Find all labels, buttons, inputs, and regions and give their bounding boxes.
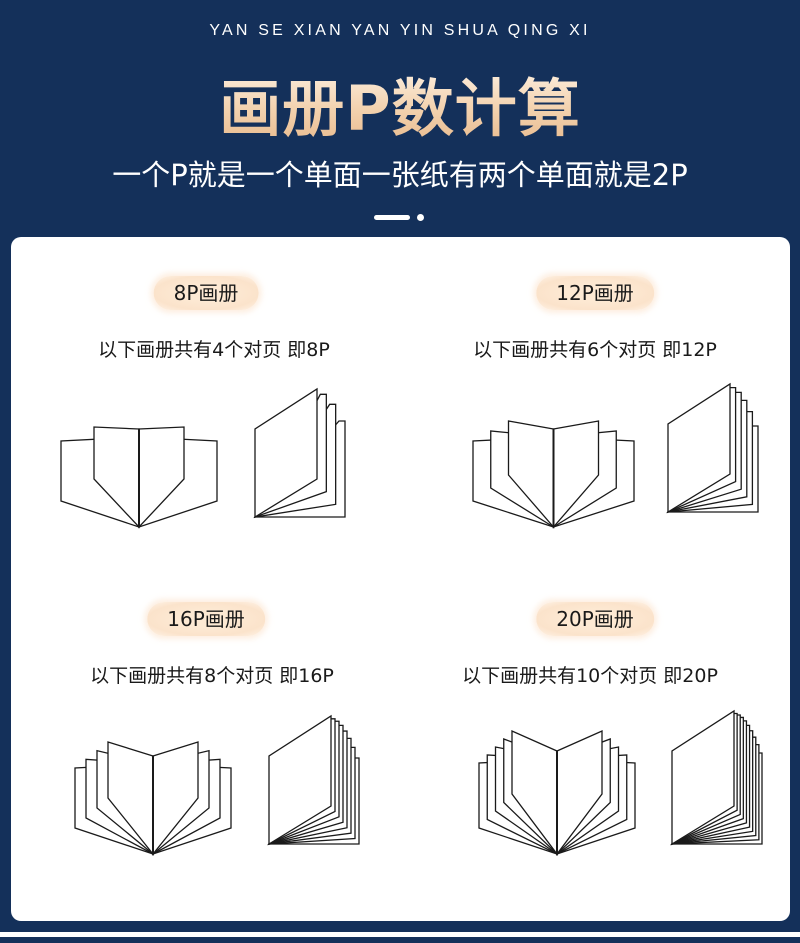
section-description: 以下画册共有10个对页 即20P <box>462 665 718 687</box>
open-book-icon <box>74 741 232 856</box>
fanned-pages-icon <box>267 714 360 846</box>
fanned-pages-icon <box>670 709 763 846</box>
section-label-pill: 12P画册 <box>536 276 654 310</box>
divider-dot <box>417 214 424 221</box>
fanned-pages-icon <box>253 387 346 519</box>
subtitle: 一个P就是一个单面一张纸有两个单面就是2P <box>112 158 688 192</box>
fanned-pages-icon <box>666 382 759 514</box>
open-book-icon <box>478 729 636 856</box>
section-8p: 8P画册 以下画册共有4个对页 即8P <box>11 237 401 567</box>
section-label-pill: 20P画册 <box>536 602 654 636</box>
content-card: 8P画册 以下画册共有4个对页 即8P 12P画册 以下画册共有6个对页 即12… <box>11 237 790 921</box>
section-16p: 16P画册 以下画册共有8个对页 即16P <box>11 564 401 894</box>
section-12p: 12P画册 以下画册共有6个对页 即12P <box>400 237 790 567</box>
bottom-stripe <box>0 932 800 937</box>
section-label-pill: 8P画册 <box>153 276 259 310</box>
open-book-icon <box>60 426 218 529</box>
section-description: 以下画册共有6个对页 即12P <box>473 339 717 361</box>
open-book-icon <box>472 420 635 529</box>
section-label-pill: 16P画册 <box>147 602 265 636</box>
decorative-divider <box>372 213 432 223</box>
section-description: 以下画册共有4个对页 即8P <box>98 339 330 361</box>
section-20p: 20P画册 以下画册共有10个对页 即20P <box>400 564 790 894</box>
divider-bar <box>374 215 410 220</box>
pinyin-heading: YAN SE XIAN YAN YIN SHUA QING XI <box>209 22 591 39</box>
page-title: 画册P数计算 <box>0 58 800 148</box>
section-description: 以下画册共有8个对页 即16P <box>90 665 334 687</box>
